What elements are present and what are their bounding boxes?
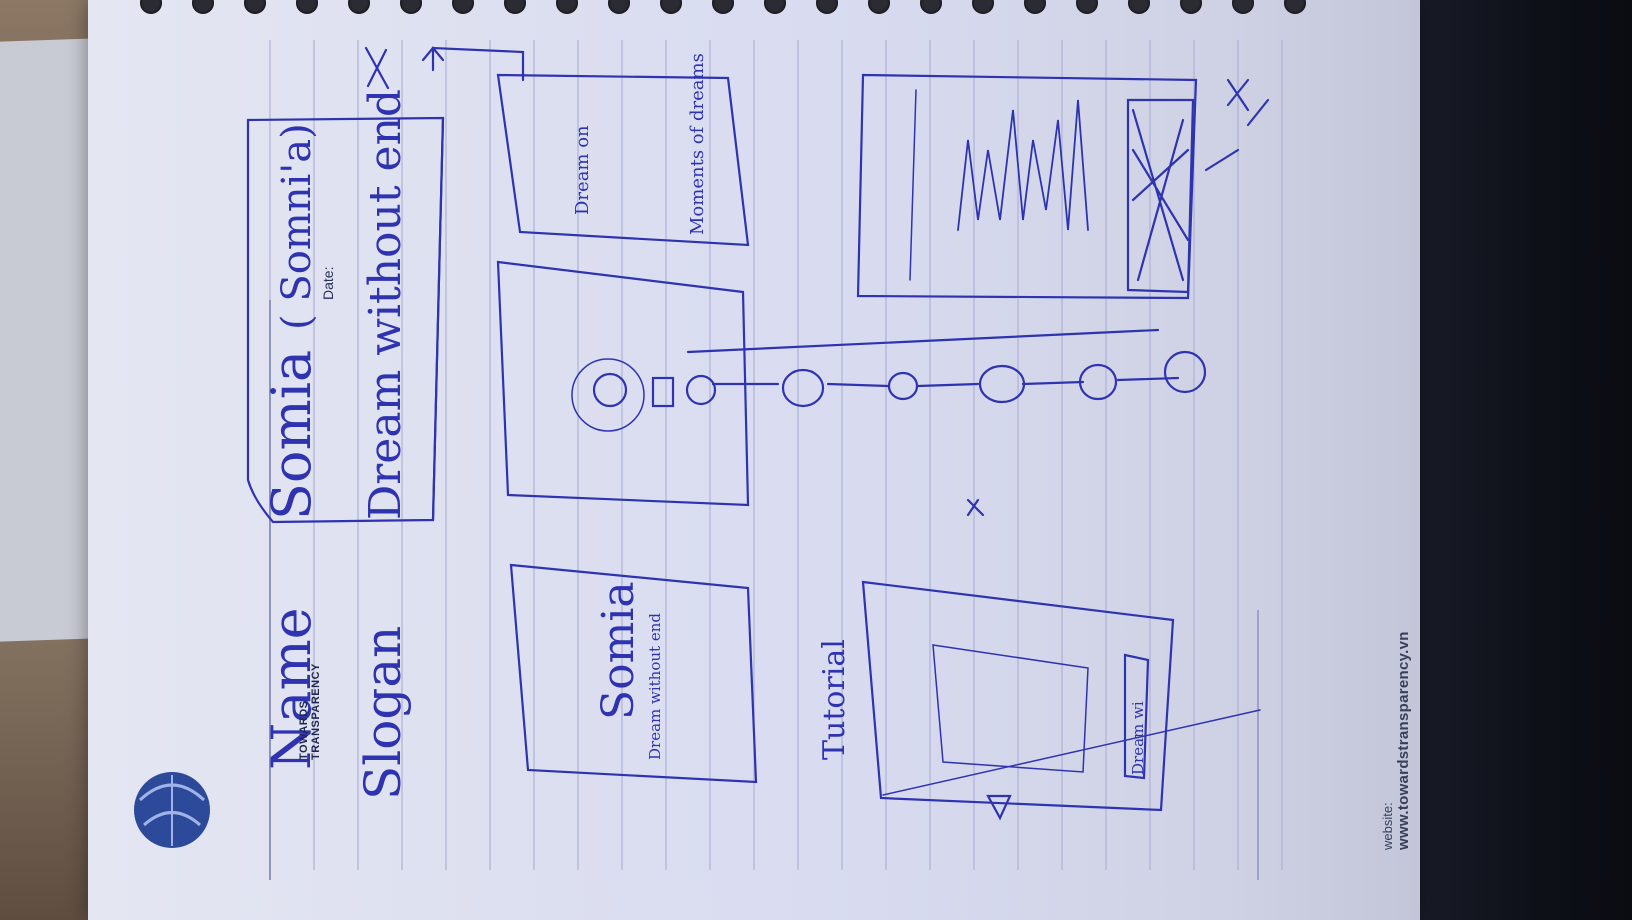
spiral-hole [556, 0, 578, 14]
close-icon [364, 46, 390, 90]
spiral-hole [1232, 0, 1254, 14]
tutorial-button [1123, 653, 1150, 780]
brand-line-2: TRANSPARENCY [310, 663, 322, 760]
panel-tutorial [861, 580, 1175, 812]
date-label: Date: [320, 266, 336, 300]
panel-note-1-ink: Dream on [572, 125, 593, 215]
pointer-arrow [1204, 148, 1240, 172]
panel-card [509, 563, 758, 784]
sketch-ink [246, 46, 1270, 821]
spiral-hole [296, 0, 318, 14]
timeline-node [1163, 350, 1207, 394]
spiral-hole [972, 0, 994, 14]
spiral-hole [1284, 0, 1306, 14]
spiral-hole [608, 0, 630, 14]
notebook-page: Name Somia ( Somni'a) Slogan Dream witho… [88, 0, 1420, 920]
spiral-hole [1076, 0, 1098, 14]
slogan-label-ink: Slogan [354, 626, 412, 800]
panel-dream-on [496, 73, 750, 247]
website-url: www.towardstransparency.vn [1395, 631, 1412, 850]
arrow-to-panel [431, 46, 525, 82]
spiral-hole [244, 0, 266, 14]
waveform-chart [957, 99, 1089, 231]
spiral-hole [816, 0, 838, 14]
spiral-hole [660, 0, 682, 14]
slogan-value-ink: Dream without end [360, 89, 411, 520]
spiral-hole [920, 0, 942, 14]
spiral-hole [348, 0, 370, 14]
spiral-hole [764, 0, 786, 14]
timeline-node [887, 371, 919, 401]
spiral-hole [868, 0, 890, 14]
tutorial-label-ink: Tutorial [817, 639, 852, 760]
paper-card-under [0, 38, 95, 642]
name-paren-ink: ( Somni'a) [274, 123, 320, 330]
timeline-axis [686, 328, 1160, 354]
spiral-hole [400, 0, 422, 14]
desk-surface-right [1400, 0, 1632, 920]
play-icon [986, 794, 1012, 821]
spiral-hole [192, 0, 214, 14]
name-label-ink: Name [260, 607, 323, 770]
notebook-sketch: Name Somia ( Somni'a) Slogan Dream witho… [134, 40, 1283, 880]
spiral-hole [1180, 0, 1202, 14]
timeline-node [781, 368, 825, 408]
lock-icon [651, 376, 675, 408]
panel-avatar [496, 260, 750, 507]
brand-name: TOWARDS TRANSPARENCY [298, 663, 322, 760]
name-box [246, 116, 445, 524]
card-title-ink: Somia [593, 581, 644, 720]
spiral-hole [504, 0, 526, 14]
avatar-icon [592, 372, 628, 408]
brand-line-1: TOWARDS [298, 700, 310, 760]
spiral-hole [1128, 0, 1150, 14]
small-button-ink: Dream wi [1129, 701, 1147, 775]
timeline-node [1078, 363, 1118, 401]
spiral-hole [140, 0, 162, 14]
chart-thumbnail [1126, 98, 1195, 294]
spiral-hole [712, 0, 734, 14]
website-label: website: [1380, 802, 1395, 850]
panel-note-2-ink: Moments of dreams [687, 53, 708, 235]
panel-chart [856, 73, 1198, 300]
timeline-node [978, 364, 1026, 404]
name-value-ink: Somia [260, 350, 323, 520]
spiral-hole [452, 0, 474, 14]
website-footer: website: www.towardstransparency.vn [1380, 631, 1412, 850]
brand-logo-icon [134, 772, 210, 848]
ruled-lines [269, 40, 1283, 870]
spiral-hole [1024, 0, 1046, 14]
close-icon [1226, 78, 1270, 127]
card-sub-ink: Dream without end [646, 613, 664, 760]
